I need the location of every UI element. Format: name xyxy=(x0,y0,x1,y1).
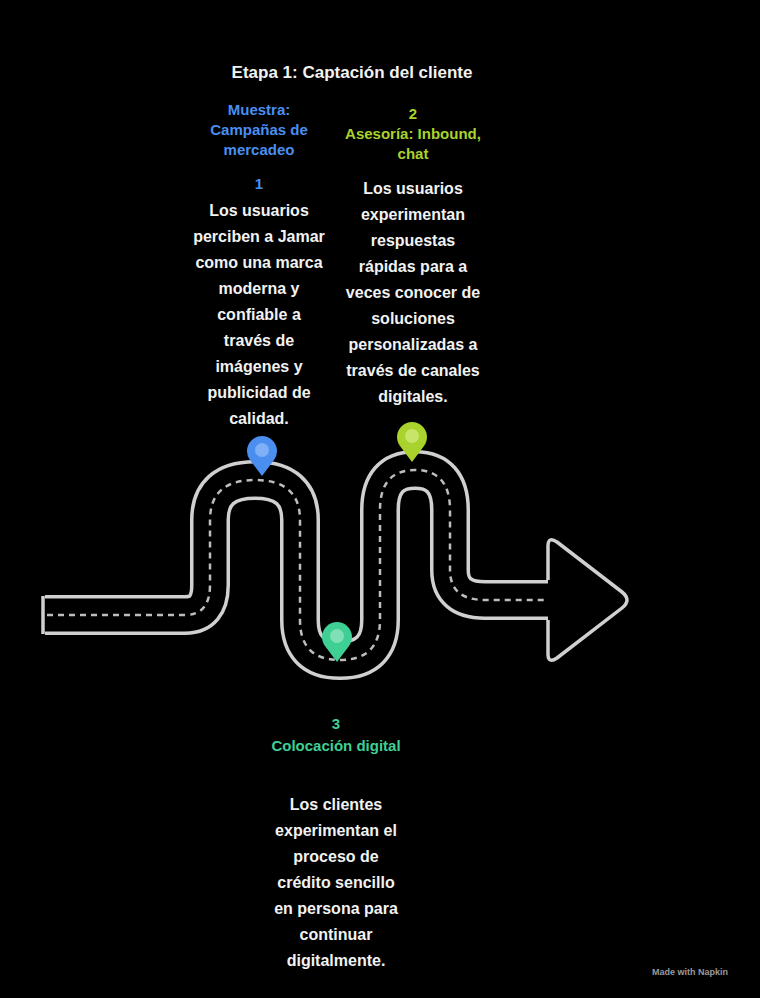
arrow-head xyxy=(548,540,627,661)
step-description: Los clientes experimentan el proceso de … xyxy=(266,792,406,974)
step-description: Los usuarios perciben a Jamar como una m… xyxy=(193,198,325,432)
step-number: 2 xyxy=(393,104,433,124)
pin-marker xyxy=(322,622,352,662)
road-centerline xyxy=(47,470,552,660)
step-heading: Asesoría: Inbound, chat xyxy=(343,124,483,164)
road-start xyxy=(41,596,45,634)
pin-marker xyxy=(397,422,427,462)
step-description: Los usuarios experimentan respuestas ráp… xyxy=(343,176,483,410)
step-heading: Muestra: Campañas de mercadeo xyxy=(194,100,324,160)
diagram-title: Etapa 1: Captación del cliente xyxy=(182,62,522,84)
pin-marker xyxy=(247,436,277,476)
step-number: 1 xyxy=(239,174,279,194)
watermark: Made with Napkin xyxy=(630,966,750,978)
step-number: 3 xyxy=(316,714,356,734)
road-surface xyxy=(45,470,554,660)
step-heading: Colocación digital xyxy=(266,736,406,756)
